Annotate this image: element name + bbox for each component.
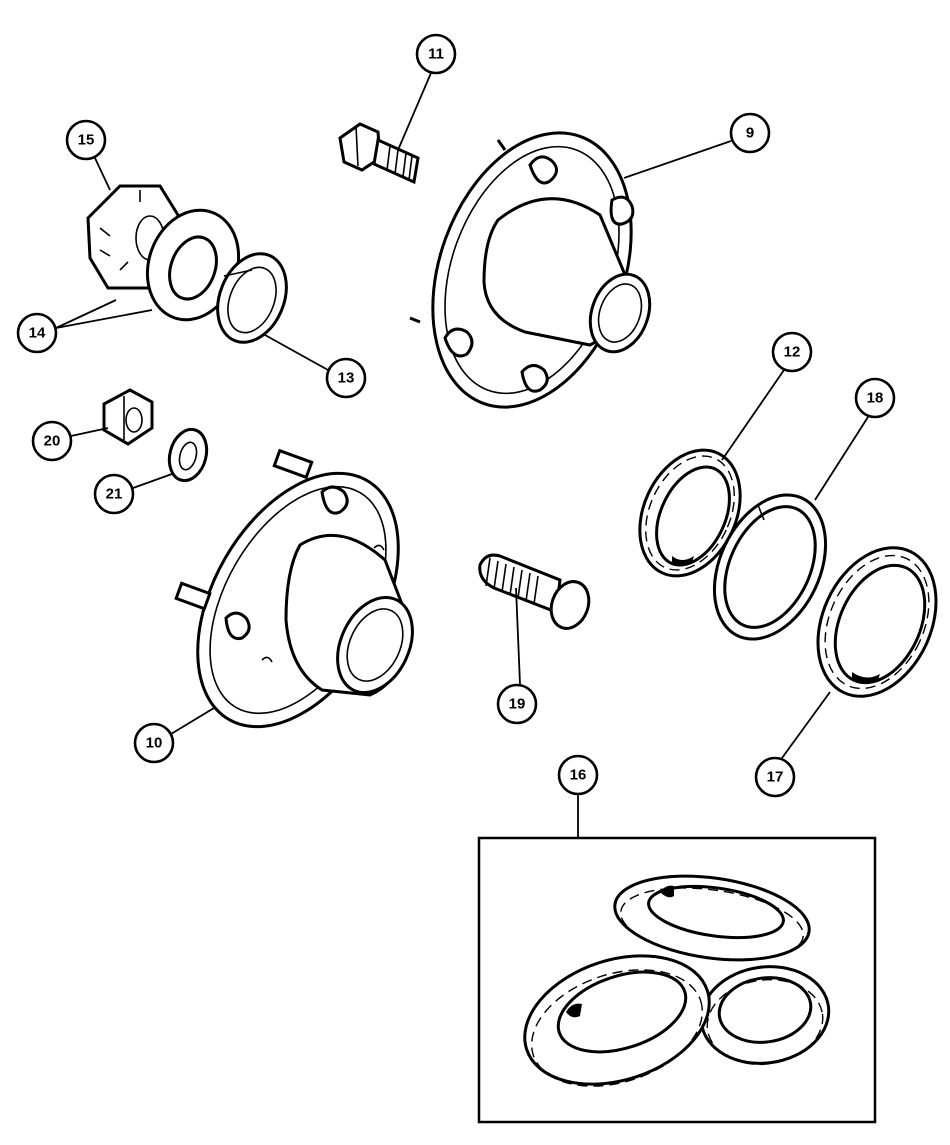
callout-13: 13: [325, 357, 367, 399]
bearing-cone: [216, 252, 288, 344]
callout-19: 19: [496, 683, 538, 725]
callout-9: 9: [729, 112, 771, 154]
callout-10: 10: [133, 722, 175, 764]
callout-9-label: 9: [746, 125, 754, 142]
callout-18: 18: [854, 377, 896, 419]
callout-15-label: 15: [78, 132, 95, 149]
callout-12: 12: [771, 331, 813, 373]
callout-11: 11: [415, 33, 457, 75]
callout-16: 16: [557, 754, 599, 796]
callout-11-label: 11: [428, 46, 444, 63]
washer: [145, 208, 241, 322]
callout-14-label: 14: [29, 325, 46, 342]
callout-13-label: 13: [338, 370, 355, 387]
hex-nut: [102, 388, 154, 446]
callout-18-label: 18: [867, 390, 884, 407]
callout-10-label: 10: [146, 735, 163, 752]
seal-kit-inset: [477, 836, 877, 1124]
callout-19-label: 19: [509, 696, 526, 713]
callout-15: 15: [65, 119, 107, 161]
callout-20: 20: [31, 420, 73, 462]
callout-21: 21: [93, 473, 135, 515]
bolt: [338, 122, 420, 185]
bearing-cup: [638, 448, 742, 578]
snap-ring: [712, 493, 828, 641]
callout-14: 14: [16, 312, 58, 354]
callout-17-label: 17: [767, 769, 784, 786]
hub-lower: [174, 448, 414, 729]
callout-20-label: 20: [44, 433, 61, 450]
callout-21-label: 21: [106, 486, 123, 503]
lock-washer: [167, 427, 209, 483]
callout-12-label: 12: [784, 344, 801, 361]
leader-lines: [55, 72, 869, 838]
hub-upper: [409, 131, 652, 409]
callout-17: 17: [754, 756, 796, 798]
oil-seal: [816, 546, 938, 698]
callout-16-label: 16: [570, 767, 587, 784]
wheel-stud: [478, 553, 591, 630]
